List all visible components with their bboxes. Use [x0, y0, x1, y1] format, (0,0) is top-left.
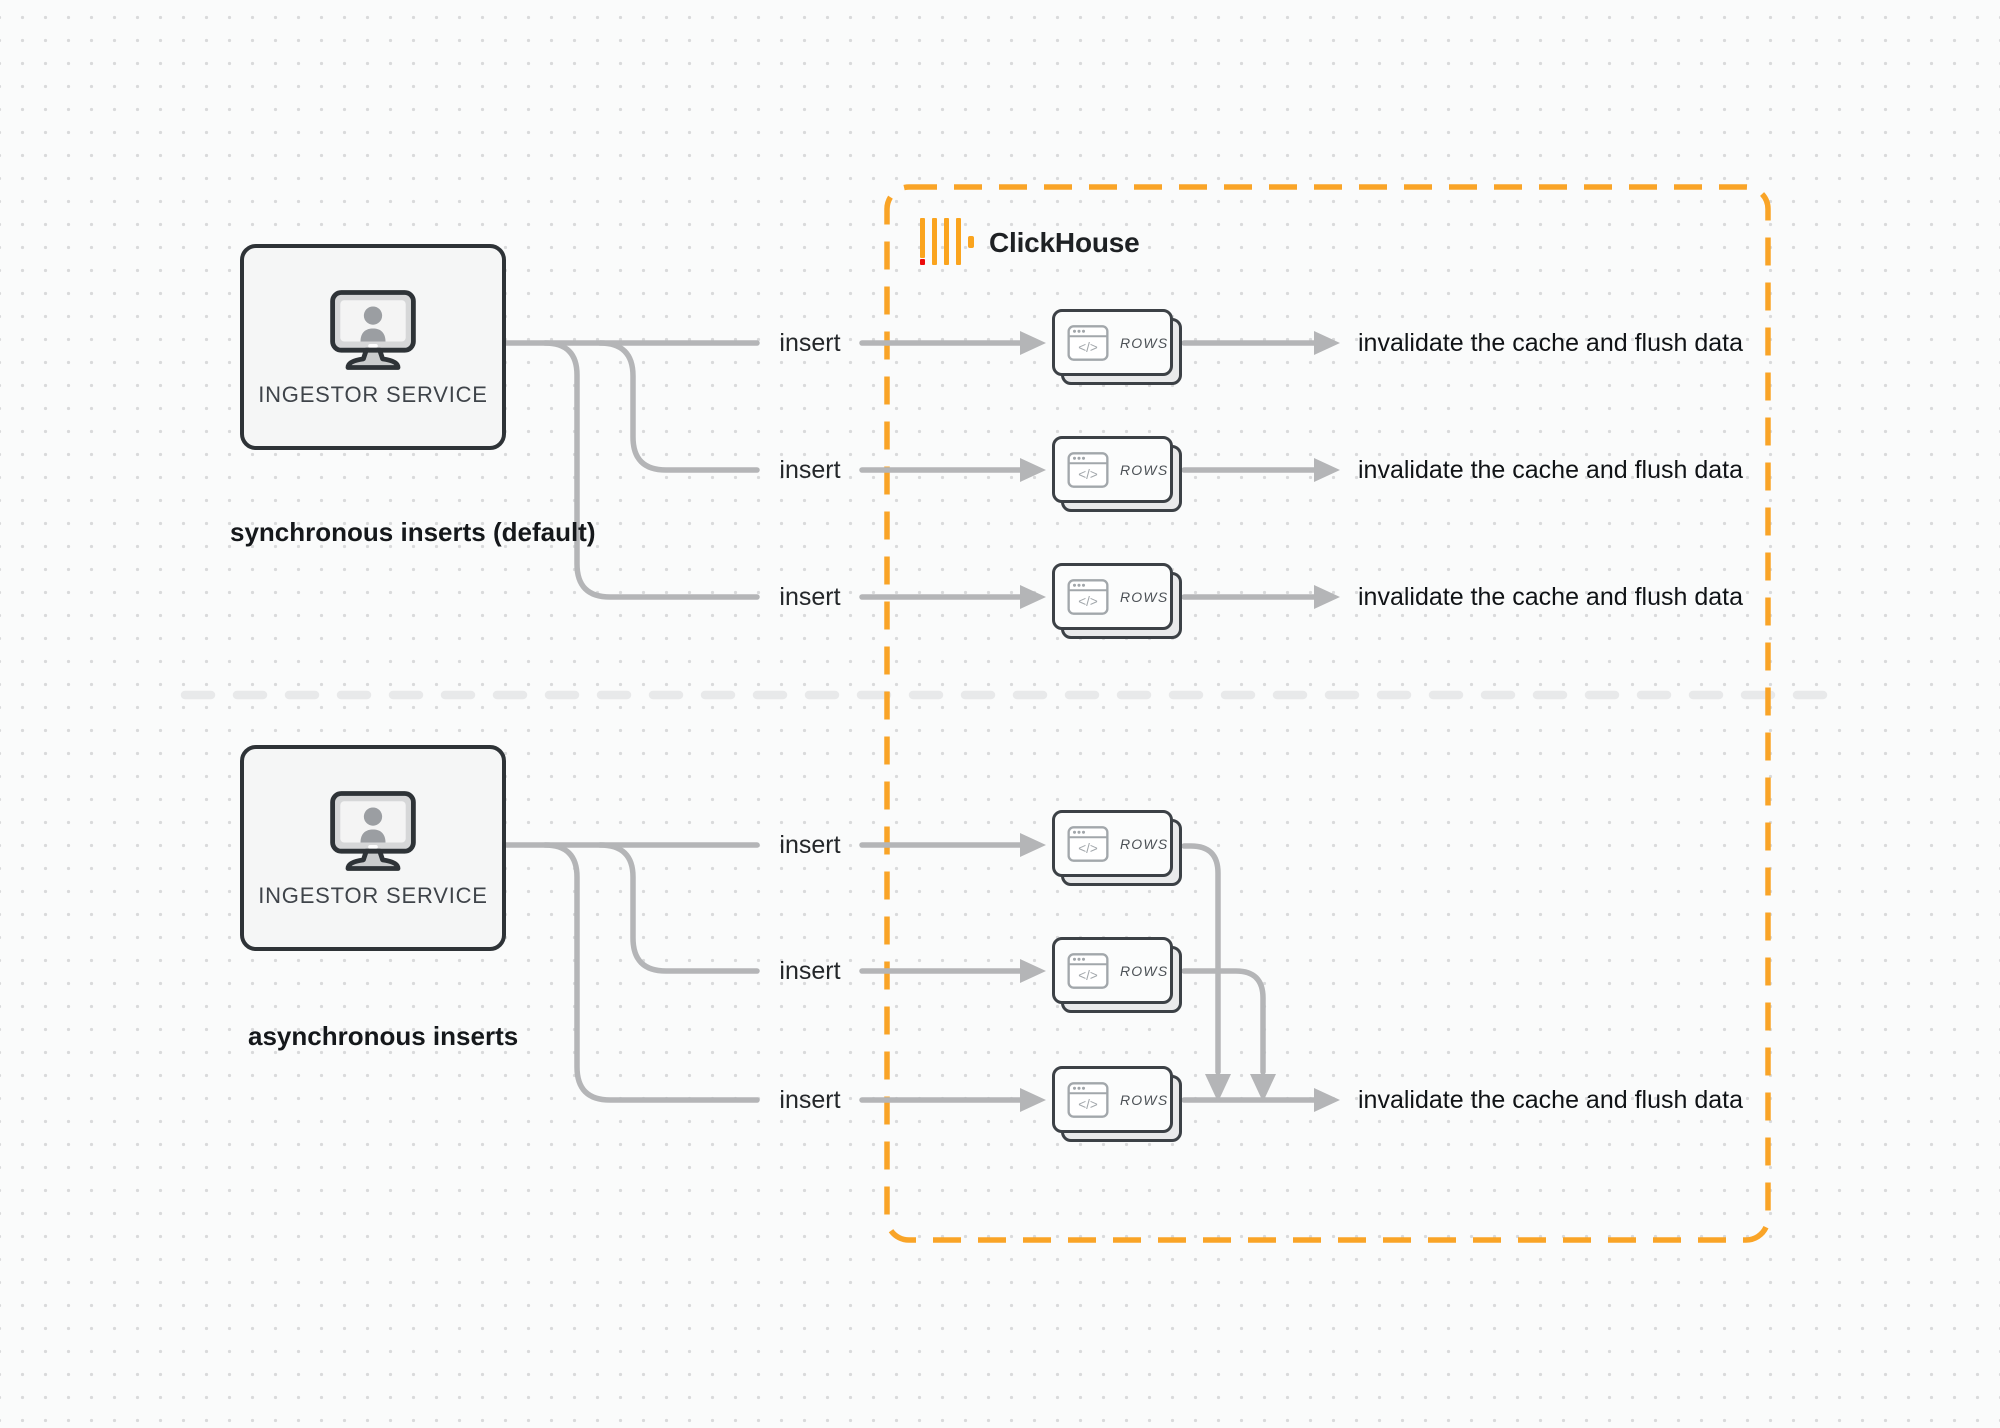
clickhouse-bars-icon	[920, 218, 974, 265]
rows-card-front: </> ROWS	[1052, 937, 1173, 1004]
sync-connectors	[502, 340, 1317, 600]
monitor-user-icon	[330, 791, 416, 871]
svg-text:</>: </>	[1078, 1097, 1098, 1112]
rows-card-label: ROWS	[1120, 588, 1169, 605]
rows-card-label: ROWS	[1120, 835, 1169, 852]
browser-code-icon: </>	[1067, 451, 1109, 488]
svg-text:</>: </>	[1078, 467, 1098, 482]
rows-card: </> ROWS	[1052, 436, 1182, 512]
async-insert-label-1: insert	[779, 831, 841, 859]
rows-card-label: ROWS	[1120, 962, 1169, 979]
browser-code-icon: </>	[1067, 952, 1109, 989]
browser-code-icon: </>	[1067, 578, 1109, 615]
sync-service-label: INGESTOR SERVICE	[258, 382, 488, 407]
sync-result-label-2: invalidate the cache and flush data	[1358, 456, 1743, 484]
arrowheads	[1020, 331, 1340, 1112]
rows-card-front: </> ROWS	[1052, 436, 1173, 503]
async-insert-label-3: insert	[779, 1086, 841, 1114]
async-connectors	[502, 842, 1317, 1103]
clickhouse-title: ClickHouse	[989, 227, 1140, 258]
rows-card: </> ROWS	[1052, 810, 1182, 886]
async-section-label: asynchronous inserts	[248, 1021, 519, 1051]
rows-card-label: ROWS	[1120, 334, 1169, 351]
sync-result-label-3: invalidate the cache and flush data	[1358, 583, 1743, 611]
async-service-label: INGESTOR SERVICE	[258, 883, 488, 908]
monitor-user-icon	[330, 290, 416, 370]
rows-card-label: ROWS	[1120, 461, 1169, 478]
svg-text:</>: </>	[1078, 968, 1098, 983]
browser-code-icon: </>	[1067, 324, 1109, 361]
async-ingestor-service-box: INGESTOR SERVICE	[240, 745, 506, 951]
sync-ingestor-service-box: INGESTOR SERVICE	[240, 244, 506, 450]
rows-card-front: </> ROWS	[1052, 563, 1173, 630]
sync-insert-label-2: insert	[779, 456, 841, 484]
clickhouse-dashed-boundary	[884, 184, 1771, 1243]
rows-card: </> ROWS	[1052, 309, 1182, 385]
rows-card-front: </> ROWS	[1052, 810, 1173, 877]
sync-section-label: synchronous inserts (default)	[230, 517, 596, 547]
svg-text:</>: </>	[1078, 594, 1098, 609]
browser-code-icon: </>	[1067, 825, 1109, 862]
rows-card-front: </> ROWS	[1052, 309, 1173, 376]
rows-card-label: ROWS	[1120, 1091, 1169, 1108]
async-result-label: invalidate the cache and flush data	[1358, 1086, 1743, 1114]
svg-text:</>: </>	[1078, 340, 1098, 355]
sync-insert-label-3: insert	[779, 583, 841, 611]
rows-card: </> ROWS	[1052, 1066, 1182, 1142]
rows-card: </> ROWS	[1052, 563, 1182, 639]
sync-insert-label-1: insert	[779, 329, 841, 357]
svg-text:</>: </>	[1078, 841, 1098, 856]
rows-card: </> ROWS	[1052, 937, 1182, 1013]
sync-result-label-1: invalidate the cache and flush data	[1358, 329, 1743, 357]
async-insert-label-2: insert	[779, 957, 841, 985]
browser-code-icon: </>	[1067, 1081, 1109, 1118]
rows-card-front: </> ROWS	[1052, 1066, 1173, 1133]
